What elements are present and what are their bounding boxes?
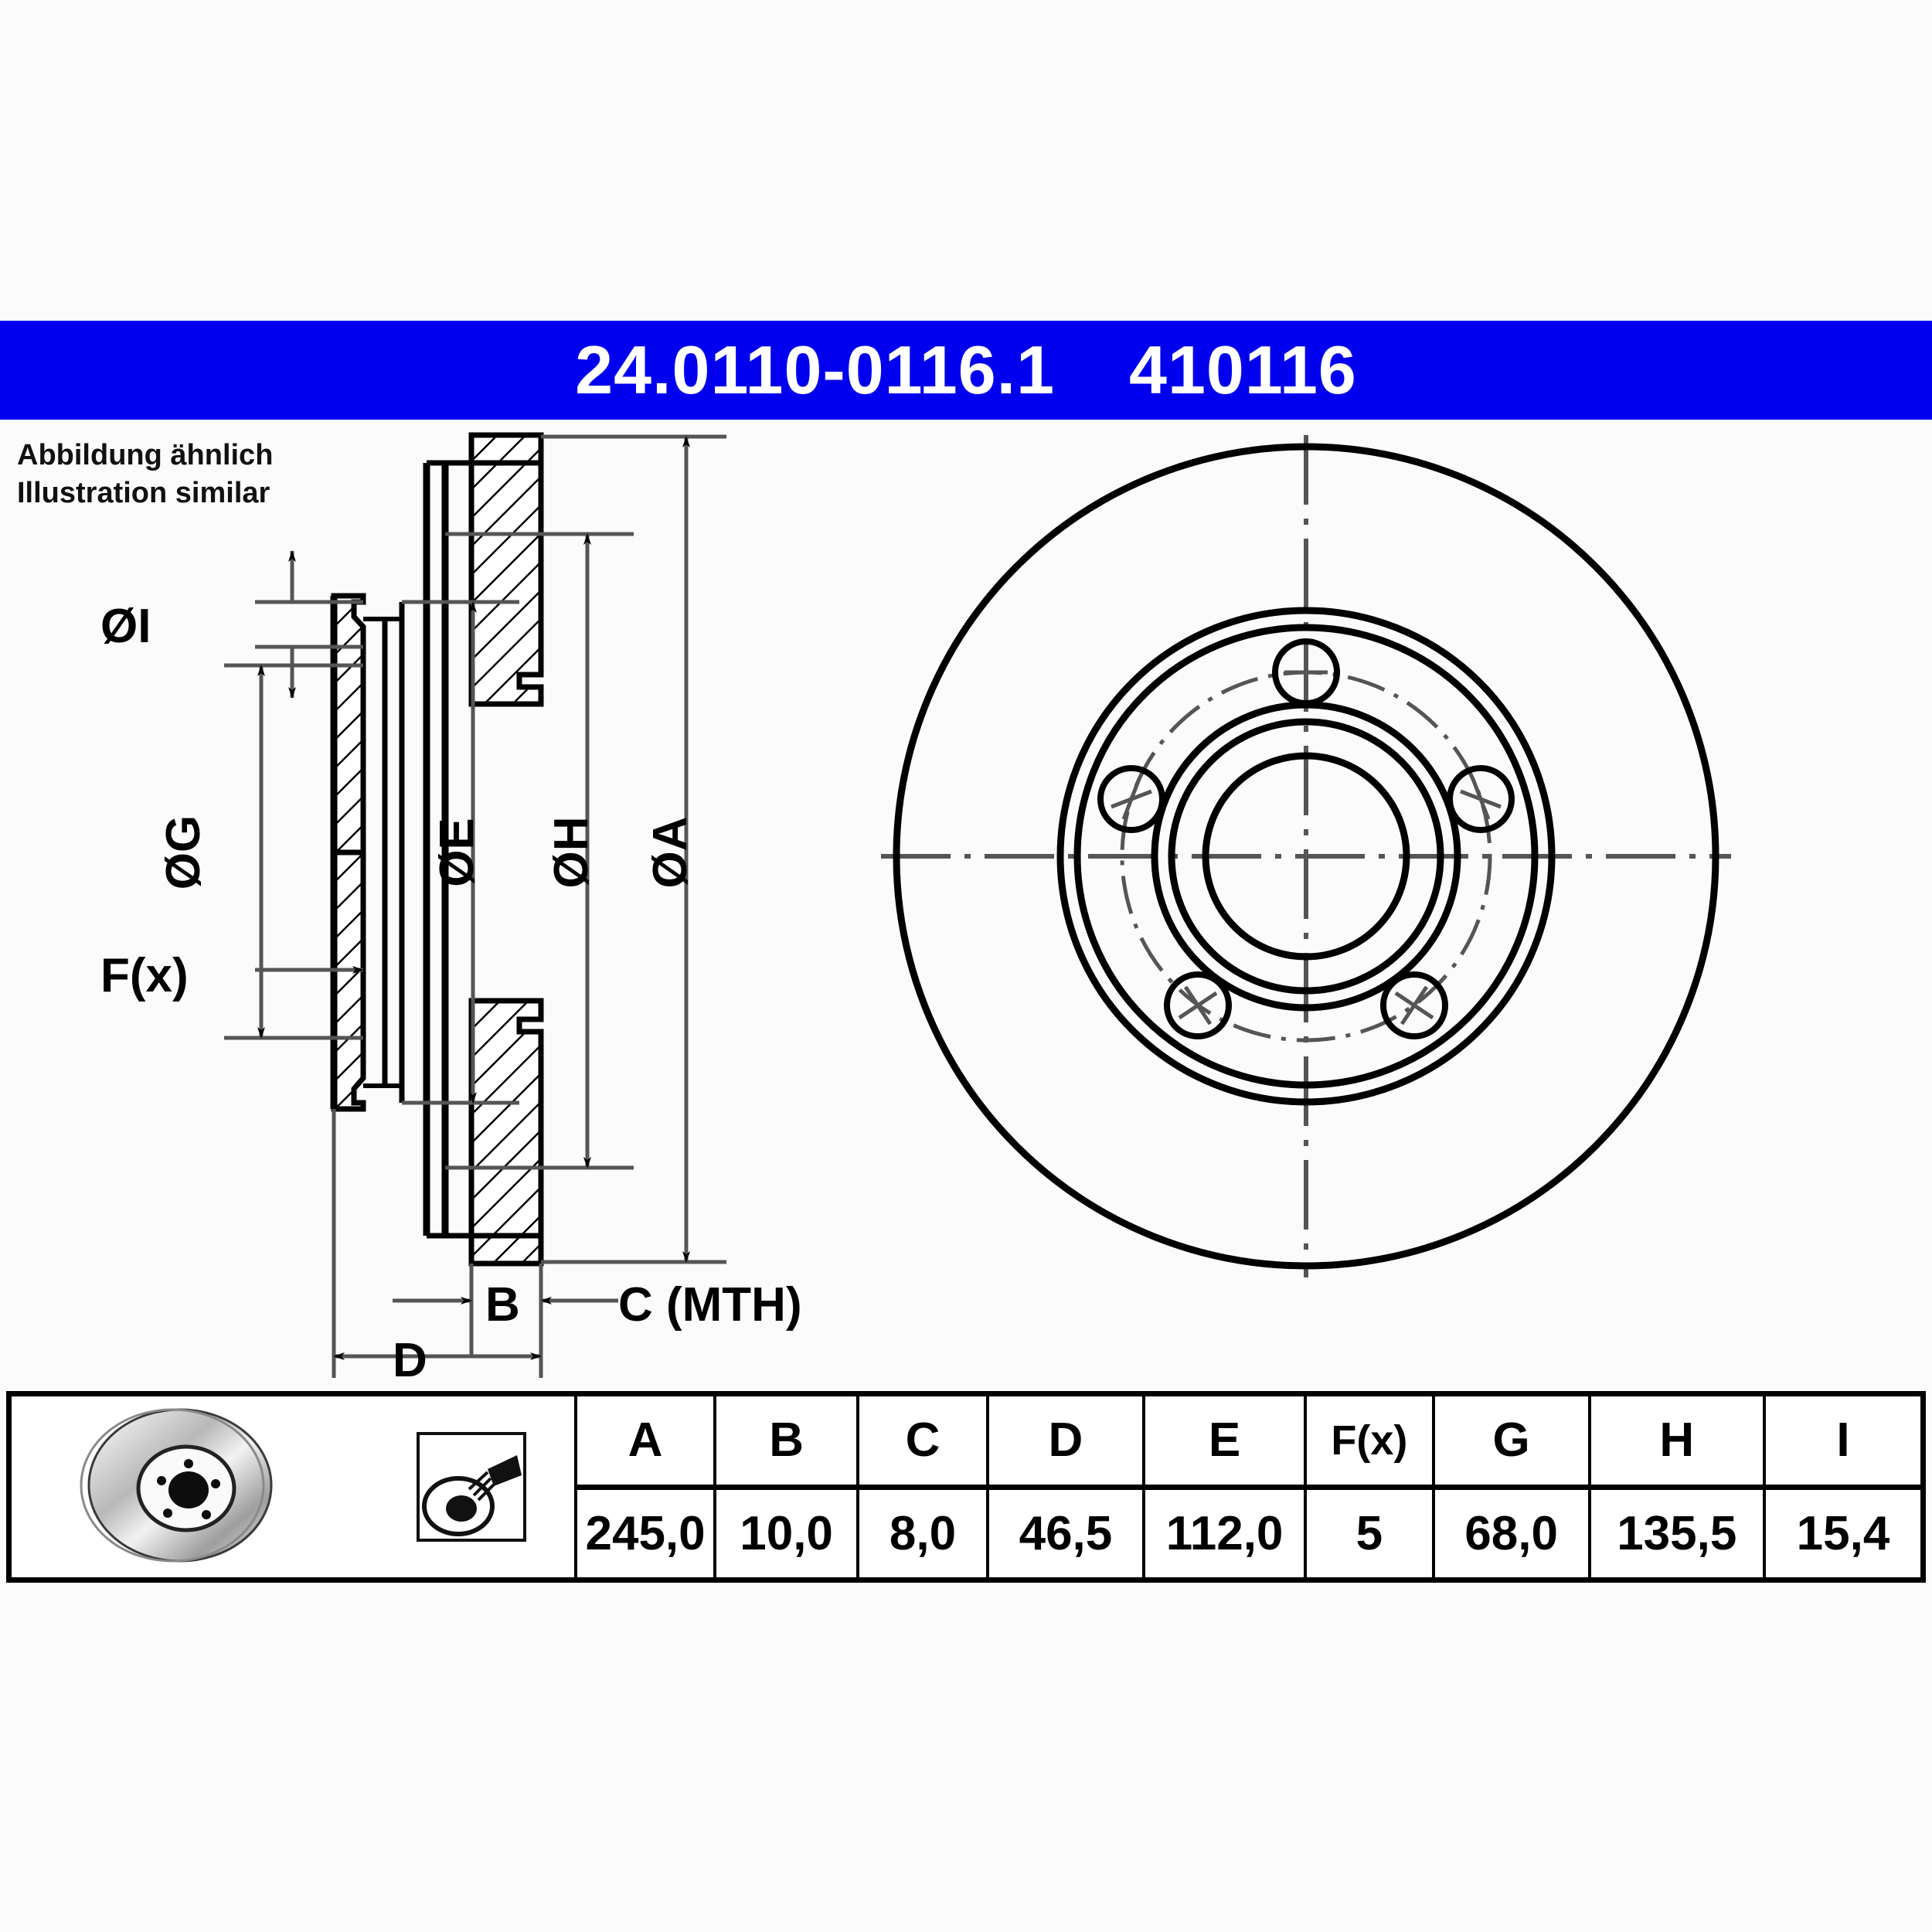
dimension-diameter-h: ØH [445,532,634,1170]
bolt-hole [1447,765,1515,833]
part-number: 24.0110-0116.1 [575,332,1056,408]
header-bar: 24.0110-0116.1 410116 [0,321,1932,420]
cross-section-view: ØI ØG ØE [100,432,802,1378]
column-header-g: G [1431,1396,1590,1487]
drawing-canvas: ØI ØG ØE [100,432,1731,1378]
rim-lower-section [468,998,544,1267]
disclaimer-line-en: Illustration similar [17,476,270,509]
dimension-diameter-e: ØE [402,600,519,1105]
dimension-diameter-a: ØA [541,434,726,1264]
illustration-disclaimer: Abbildung ähnlich Illustration similar [17,437,273,512]
front-view [881,435,1731,1277]
column-header-i: I [1762,1396,1920,1487]
value-c: 8,0 [856,1484,988,1577]
hub-flange-inner [1168,718,1444,995]
column-header-fx: F(x) [1304,1396,1434,1487]
center-bore [1202,752,1410,961]
hub-flange-lower [331,849,366,1112]
disc-outer-edge [893,443,1719,1270]
value-e: 112,0 [1141,1484,1306,1577]
label-diameter-g: ØG [157,815,210,889]
reference-number: 410116 [1129,332,1357,408]
value-h: 135,5 [1587,1484,1764,1577]
disclaimer-line-de: Abbildung ähnlich [17,439,274,471]
dimension-min-thickness-c: C (MTH) [618,1278,802,1332]
column-header-b: B [713,1396,859,1487]
column-header-c: C [856,1396,988,1487]
specification-table: A B C D E F(x) G H I 245,0 10,0 8,0 46,5… [6,1391,1926,1583]
label-height-d: D [393,1334,427,1378]
dimension-diameter-g: ØG [157,663,363,1040]
column-header-d: D [985,1396,1144,1487]
dimension-diameter-i: ØI [100,550,363,699]
rim-upper-section [468,432,544,707]
bolt-holes-group [1097,638,1515,1039]
label-diameter-a: ØA [644,817,697,889]
label-thickness-b: B [485,1278,520,1332]
label-diameter-e: ØE [430,818,484,887]
coating-spray-icon [369,1396,576,1577]
value-d: 46,5 [985,1484,1144,1577]
dimension-height-d: D [332,1109,543,1378]
disc-photo-icon [12,1396,369,1577]
label-min-thickness-c: C (MTH) [618,1278,802,1332]
column-header-a: A [574,1396,716,1487]
table-value-row: 245,0 10,0 8,0 46,5 112,0 5 68,0 135,5 1… [12,1484,1920,1577]
bolt-hole [1097,765,1165,833]
friction-ring-outer [1056,607,1556,1106]
bolt-hole [1272,638,1340,706]
value-a: 245,0 [574,1484,716,1577]
value-fx: 5 [1304,1484,1434,1577]
technical-drawing: ØI ØG ØE [0,420,1932,1378]
dimension-holes-fx: F(x) [100,949,364,1002]
label-diameter-i: ØI [100,600,151,653]
label-holes-fx: F(x) [100,949,189,1002]
bolt-hole [1380,971,1448,1039]
column-header-e: E [1141,1396,1306,1487]
friction-ring-inner [1073,624,1539,1089]
label-diameter-h: ØH [545,817,598,889]
value-i: 15,4 [1762,1484,1920,1577]
hub-flange-upper [331,593,366,855]
value-b: 10,0 [713,1484,859,1577]
column-header-h: H [1587,1396,1764,1487]
bolt-hole [1164,971,1232,1039]
table-header-row: A B C D E F(x) G H I [12,1396,1920,1563]
value-g: 68,0 [1431,1484,1590,1577]
